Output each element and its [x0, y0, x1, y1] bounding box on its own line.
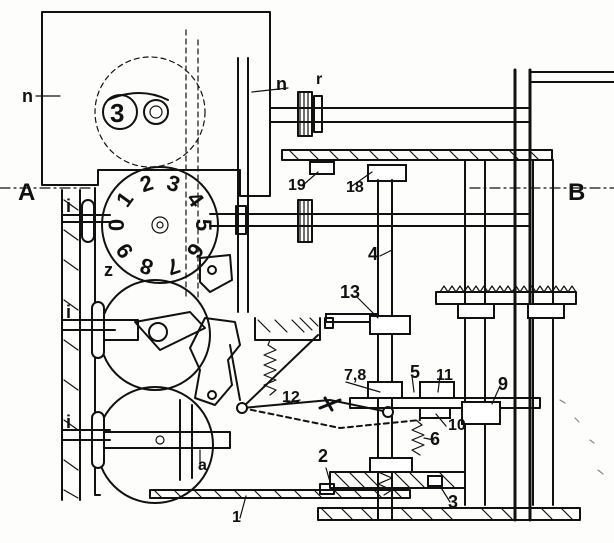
label-5: 5 — [410, 362, 420, 382]
wheel-digit: 3 — [164, 170, 183, 198]
label-19: 19 — [288, 177, 306, 194]
label-z: z — [104, 260, 113, 280]
bolt-mid — [61, 301, 116, 359]
wheel-digit: 2 — [137, 170, 156, 198]
label-12: 12 — [282, 389, 300, 406]
middle-wheel — [99, 279, 211, 391]
label-r: r — [316, 71, 322, 88]
label-n-left: n — [22, 86, 33, 106]
base-plate-1 — [149, 489, 411, 499]
bolt-low — [61, 411, 111, 469]
lever-13 — [325, 313, 411, 335]
bottom-wheel — [96, 386, 231, 504]
label-3: 3 — [448, 492, 458, 512]
lever-n — [199, 57, 249, 313]
left-frame — [61, 187, 101, 501]
right-columns — [464, 68, 614, 522]
wheel-digit: 4 — [182, 187, 210, 212]
wheel-digit: 1 — [111, 187, 138, 212]
label-13: 13 — [340, 282, 360, 302]
bracket — [254, 317, 334, 341]
label-i-mid: i — [66, 302, 71, 322]
cross-plate-top — [281, 149, 553, 182]
slide-plate-9 — [349, 381, 541, 425]
label-11: 11 — [436, 367, 453, 384]
label-A: A — [18, 179, 35, 206]
label-2: 2 — [318, 446, 328, 466]
wheel-digit: 5 — [191, 219, 216, 231]
paper-sheet — [41, 11, 271, 197]
block-3 — [329, 457, 466, 489]
label-78: 7,8 — [344, 367, 366, 384]
cam-lever — [189, 317, 241, 406]
label-i-top: i — [66, 196, 71, 216]
bottom-plate — [317, 483, 581, 521]
label-9: 9 — [498, 374, 508, 394]
spring-left — [263, 339, 277, 396]
label-1: 1 — [232, 509, 241, 526]
wheel-digit: 0 — [104, 219, 129, 231]
wheel-digit: 9 — [111, 238, 138, 263]
upper-shaft — [269, 91, 531, 137]
label-i-low: i — [66, 412, 71, 432]
right-gear — [435, 285, 577, 319]
label-6: 6 — [430, 429, 440, 449]
wheel-digit: 8 — [137, 253, 156, 281]
top-wheel-digit: 3 — [110, 98, 124, 128]
label-B: B — [568, 179, 585, 206]
label-18: 18 — [346, 179, 364, 196]
label-4: 4 — [368, 244, 378, 264]
middle-shaft — [209, 199, 531, 243]
label-a: a — [198, 457, 207, 474]
wheel-digit: 7 — [164, 253, 183, 281]
spring-6 — [411, 419, 425, 456]
bolt-top — [61, 199, 111, 243]
label-10: 10 — [448, 417, 466, 434]
label-n-right: n — [276, 74, 287, 94]
